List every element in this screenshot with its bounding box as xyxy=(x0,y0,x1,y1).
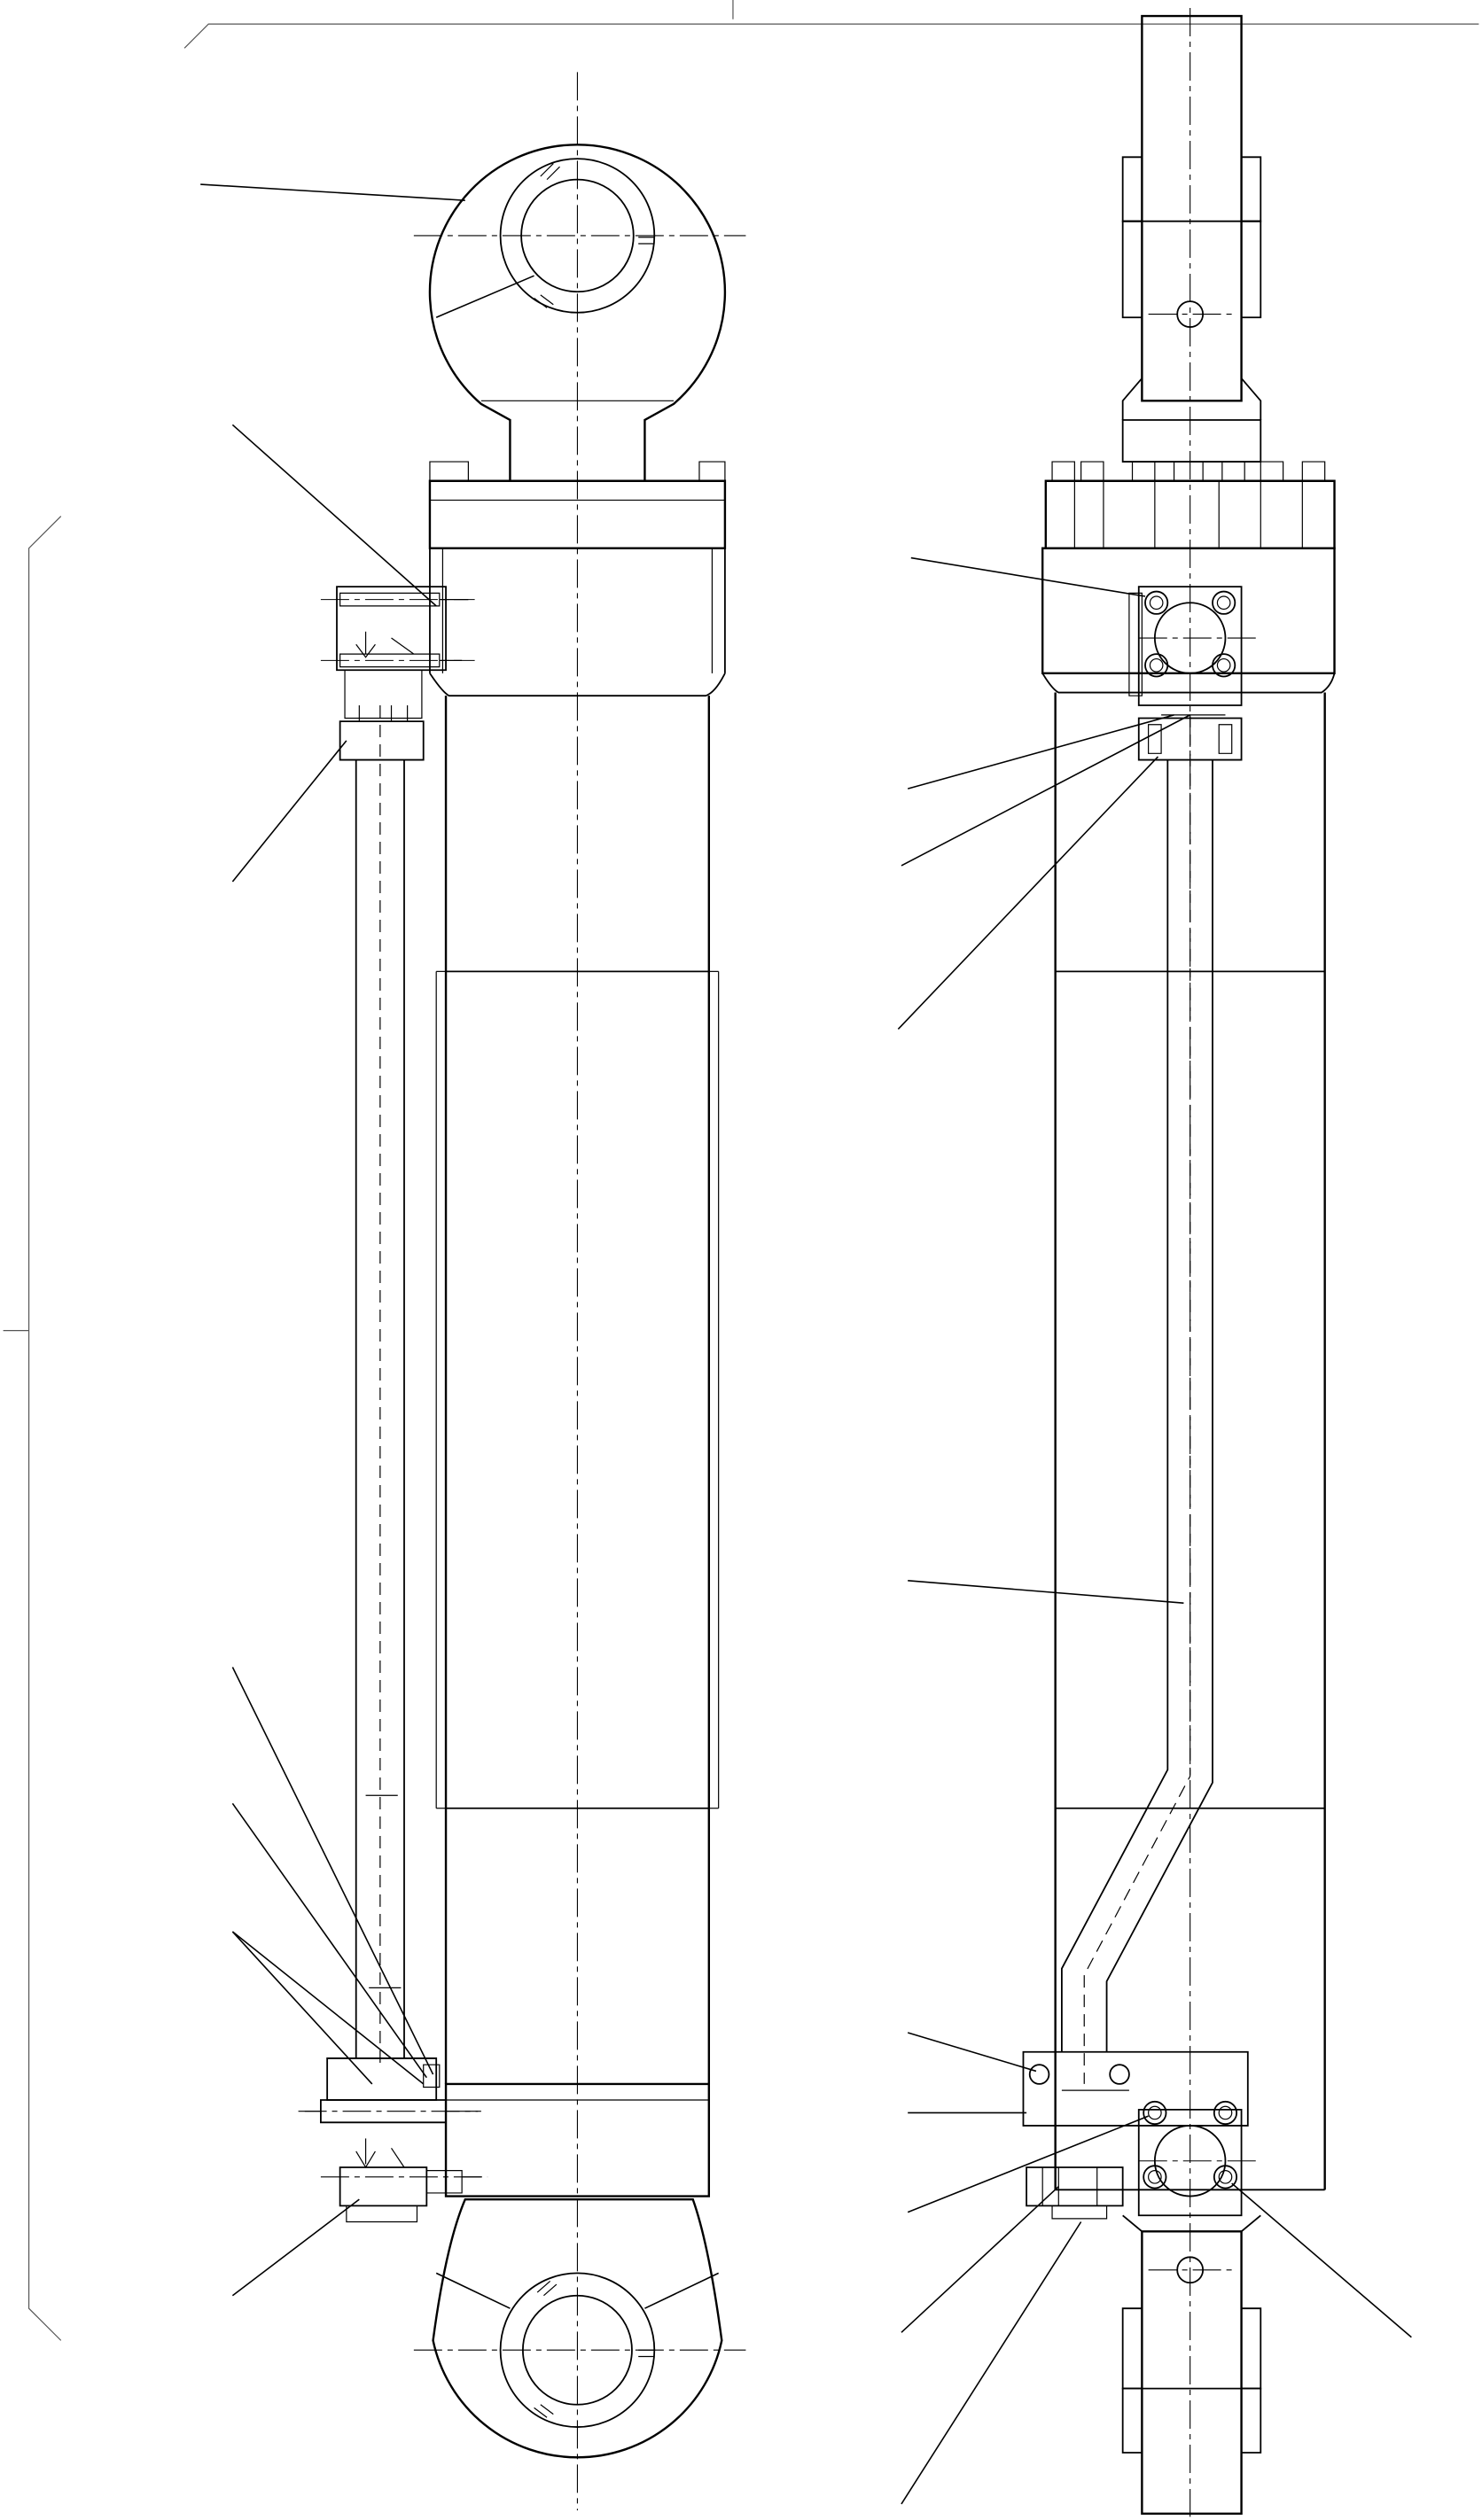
side-view xyxy=(200,72,745,2510)
bottom-block xyxy=(1023,2052,1247,2219)
side-view-leaders xyxy=(200,184,718,2308)
front-view xyxy=(898,8,1411,2516)
top-clevis xyxy=(1123,16,1261,462)
front-pipe xyxy=(1062,715,1213,2084)
bottom-clevis xyxy=(1123,2215,1261,2514)
front-view-leaders xyxy=(898,558,1411,2504)
front-tube xyxy=(1056,693,1325,2190)
drawing-frame xyxy=(4,0,1479,2340)
side-pipe xyxy=(305,587,481,2221)
bottom-eye xyxy=(433,2199,722,2457)
head-cap-bolts xyxy=(1042,462,1334,693)
